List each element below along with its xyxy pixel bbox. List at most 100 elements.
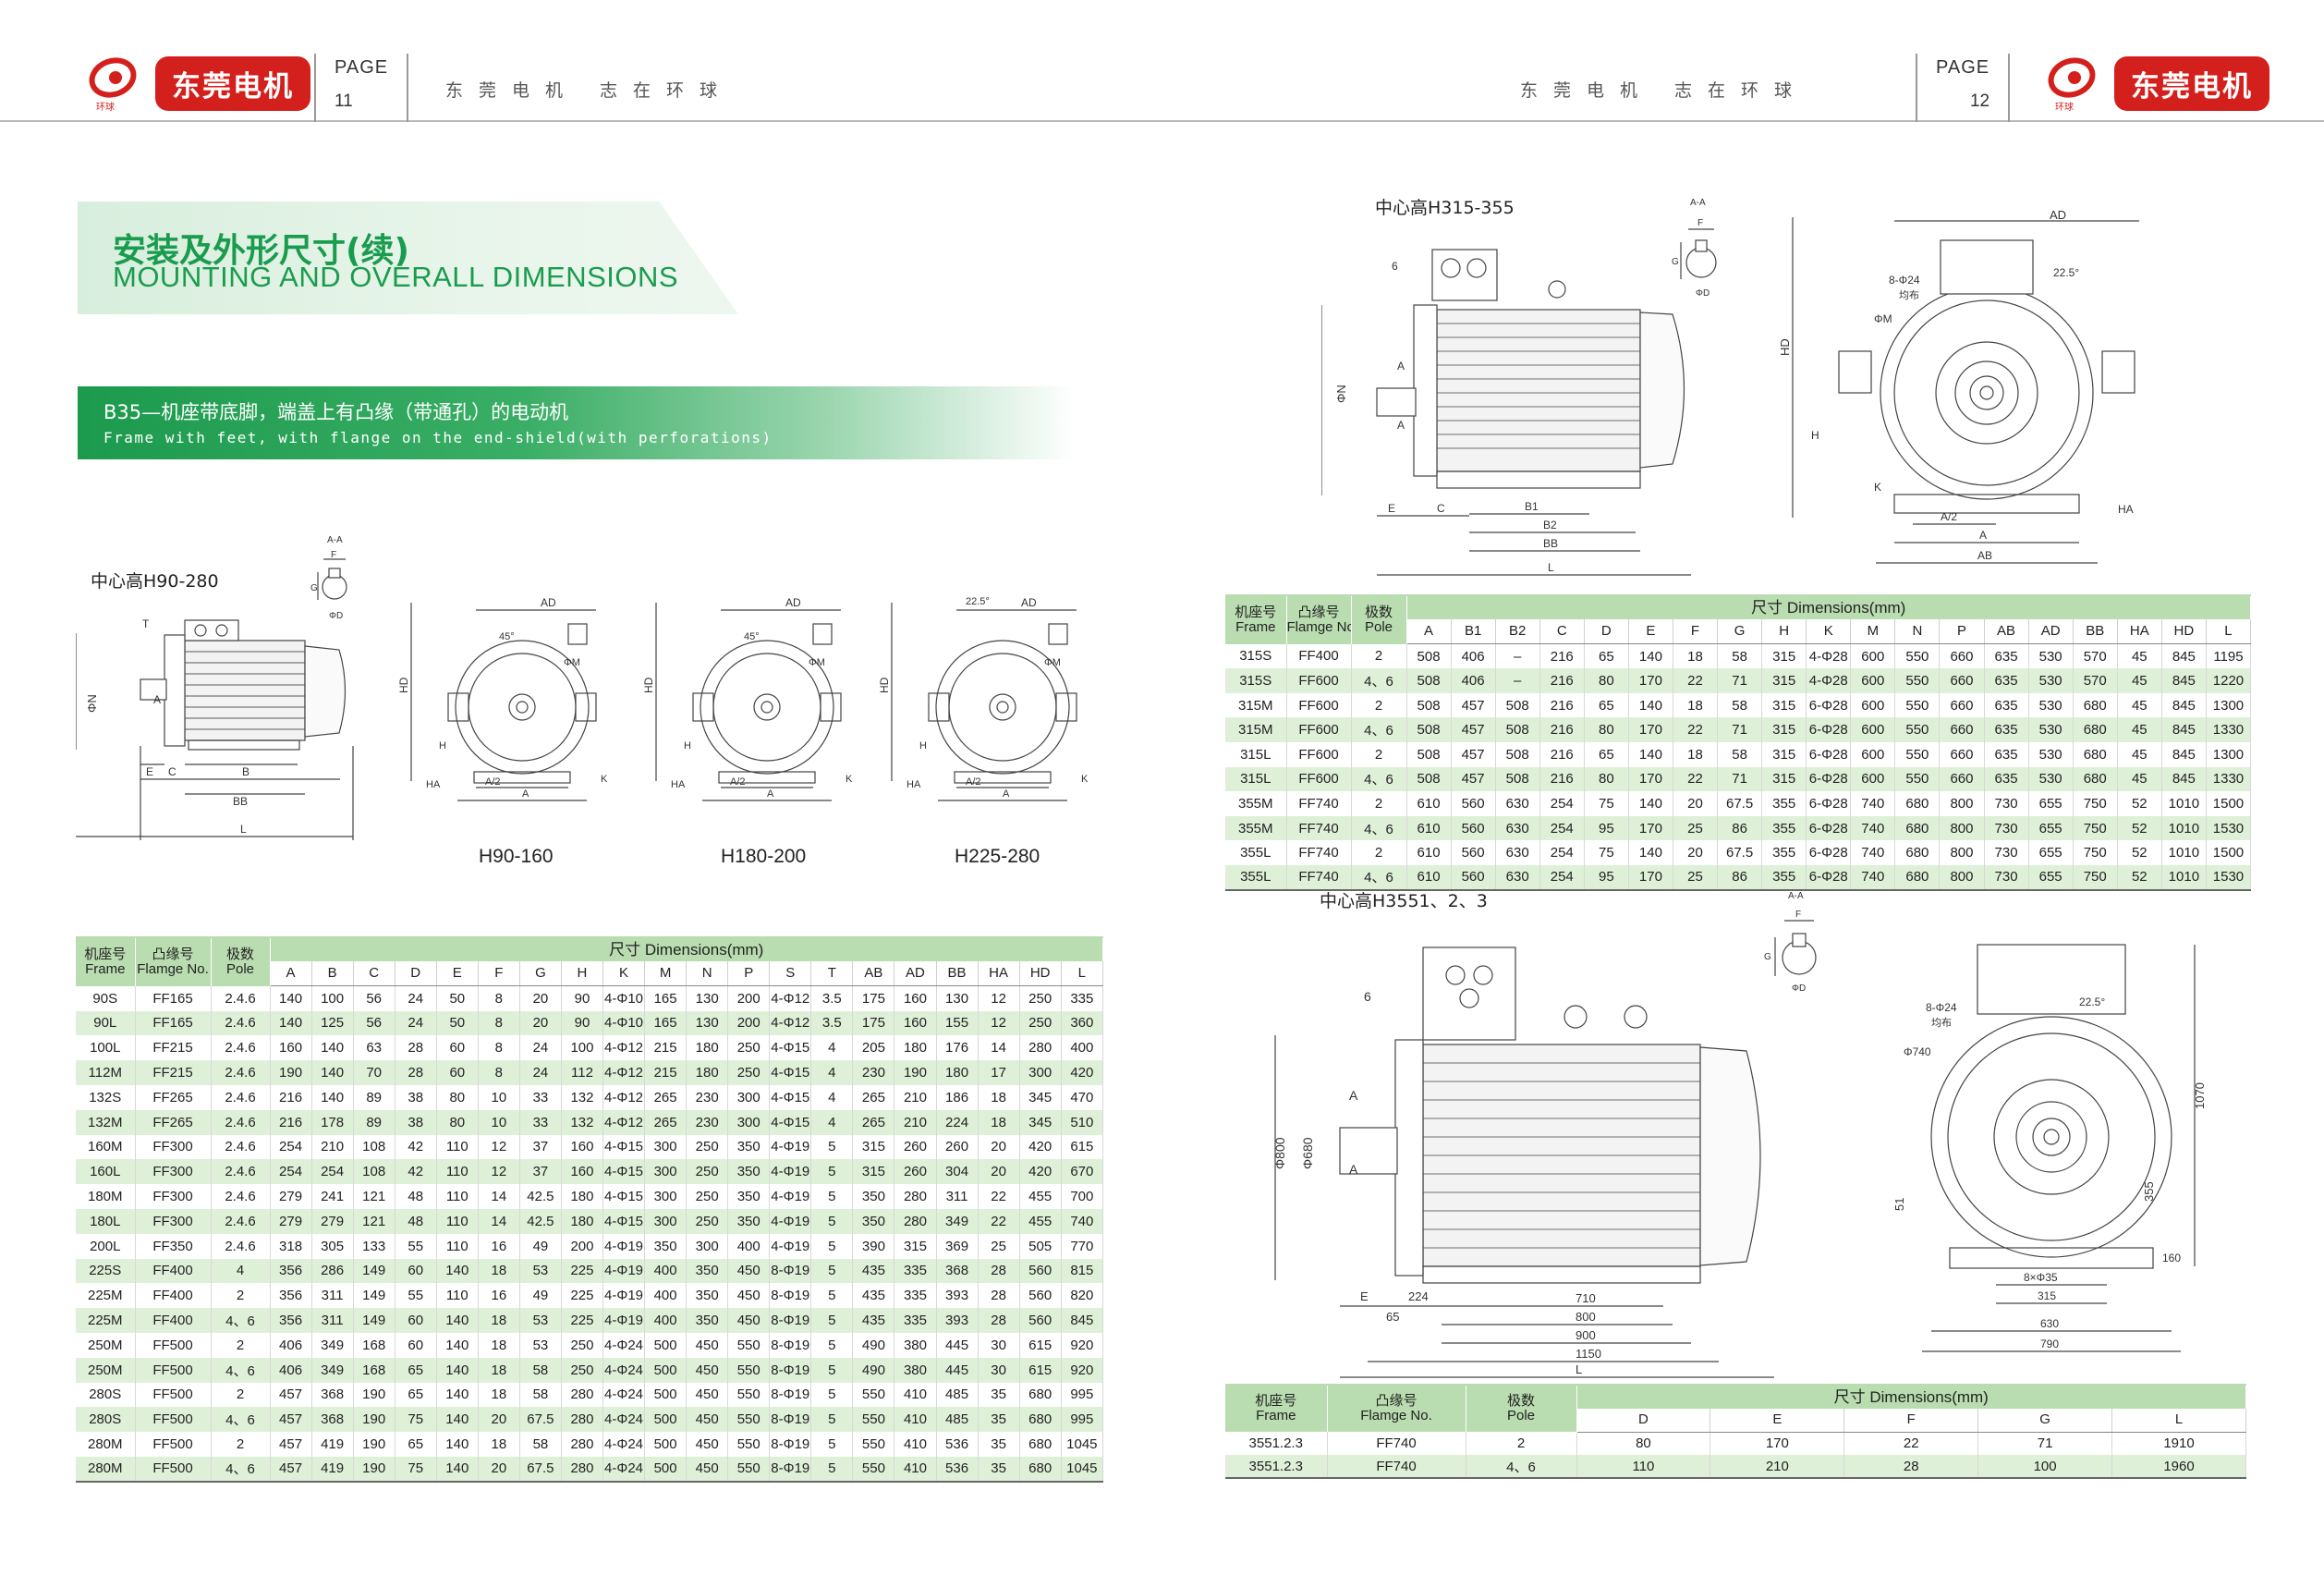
table-cell: 55 (395, 1233, 437, 1259)
table-cell: 48 (395, 1184, 437, 1209)
table-cell: 450 (727, 1258, 771, 1284)
dim-label: H (439, 740, 446, 751)
dim-label: B1 (1525, 500, 1539, 513)
table-cell: 149 (353, 1308, 395, 1333)
brand-name: 东莞电机 (155, 55, 310, 111)
table-cell: 1330 (2206, 766, 2252, 792)
table-cell: 1010 (2161, 864, 2207, 890)
table-cell: 350 (852, 1208, 895, 1234)
brand-logo-right: 环球 东莞电机 (2042, 51, 2269, 116)
table-cell: 280 (1019, 1035, 1062, 1061)
table-cell: 508 (1495, 766, 1540, 792)
subtitle-cn: B35—机座带底脚，端盖上有凸缘（带通孔）的电动机 (103, 401, 569, 423)
table-cell: 110 (436, 1159, 479, 1185)
table-cell: 615 (1019, 1332, 1062, 1358)
table-cell: 355L (1225, 840, 1287, 865)
table-cell: 22 (1673, 668, 1719, 693)
table-cell: 140 (436, 1258, 479, 1284)
table-cell: 200L (76, 1233, 136, 1259)
table-cell: 28 (978, 1258, 1020, 1284)
table-cell: 349 (311, 1332, 354, 1358)
dim-label: Φ800 (1272, 1137, 1287, 1169)
table-cell: 630 (1495, 815, 1540, 841)
table-cell: 304 (936, 1159, 979, 1185)
dim-label: 790 (2040, 1338, 2059, 1350)
table-cell: 355 (1761, 815, 1807, 841)
table-cell: 17 (978, 1060, 1020, 1085)
col-header-dim: D (395, 961, 437, 987)
table-cell: 280 (561, 1407, 604, 1433)
table-cell: 25 (1673, 864, 1719, 890)
end-view-h315: HD AD 22.5° 8-Φ24 均布 ΦM H K A/2 A AB HA (1778, 208, 2139, 564)
table-cell: 130 (936, 985, 979, 1011)
table-cell: 14 (978, 1035, 1020, 1061)
dim-label: B (242, 765, 249, 778)
header-text: Frame (1256, 1408, 1296, 1423)
table-cell: 165 (644, 1010, 687, 1036)
table-cell: 4 (810, 1035, 854, 1061)
table-cell: 280 (894, 1208, 937, 1234)
table-cell: 4 (211, 1258, 271, 1284)
table-cell: 435 (852, 1283, 895, 1309)
table-cell: 1500 (2206, 840, 2252, 865)
table-cell: 45 (2117, 741, 2162, 767)
table-cell: 250 (686, 1184, 729, 1209)
table-cell: 16 (478, 1283, 520, 1309)
table-cell: 8-Φ19 (769, 1407, 812, 1433)
table-cell: 380 (894, 1332, 937, 1358)
dim-label: 224 (1408, 1289, 1429, 1303)
table-cell: 730 (1984, 791, 2029, 816)
dim-label: A (1397, 419, 1405, 432)
table-cell: 67.5 (519, 1407, 562, 1433)
table-cell: 4 (810, 1109, 854, 1135)
table-cell: 350 (686, 1258, 729, 1284)
table-cell: 260 (894, 1159, 937, 1185)
table-cell: 2.4.6 (211, 1060, 271, 1085)
table-cell: 360 (1061, 1010, 1104, 1036)
table-cell: 170 (1628, 668, 1673, 693)
table-cell: 419 (311, 1456, 354, 1482)
table-cell: 5 (810, 1382, 854, 1408)
table-cell: 635 (1984, 766, 2029, 792)
table-cell: FF500 (135, 1332, 212, 1358)
table-cell: 680 (1019, 1456, 1062, 1482)
table-cell: 550 (1894, 643, 1941, 669)
table-cell: 920 (1061, 1332, 1104, 1358)
table-cell: 457 (270, 1382, 312, 1408)
table-cell: 4-Φ19 (602, 1233, 646, 1259)
table-cell: 6-Φ28 (1806, 741, 1852, 767)
col-header-dim: N (686, 961, 729, 987)
dim-label: 355 (2142, 1181, 2156, 1202)
table-cell: 500 (644, 1382, 687, 1408)
table-cell: 2 (1351, 741, 1407, 767)
table-cell: 508 (1406, 717, 1452, 742)
table-cell: 750 (2073, 815, 2118, 841)
table-cell: 100 (1977, 1455, 2113, 1478)
dim-label: G (310, 583, 318, 593)
table-cell: FF740 (1286, 864, 1352, 890)
table-cell: 550 (1894, 741, 1941, 767)
table-cell: 730 (1984, 815, 2029, 841)
dim-label: A (1979, 529, 1987, 542)
table-cell: 315 (894, 1233, 937, 1259)
table-cell: FF500 (135, 1456, 212, 1482)
table-cell: 230 (852, 1060, 895, 1085)
table-cell: FF265 (135, 1109, 212, 1135)
table-cell: 49 (519, 1233, 562, 1259)
spec-table-h315-355: 机座号 Frame 凸缘号 Flamge No. 极数 Pole 尺寸 Dime… (1225, 594, 2252, 891)
table-cell: 254 (1539, 840, 1585, 865)
table-cell: 60 (395, 1258, 437, 1284)
table-cell: 820 (1061, 1283, 1104, 1309)
table-cell: 315 (1761, 766, 1807, 792)
dim-label: 710 (1576, 1291, 1596, 1305)
table-cell: 315 (1761, 668, 1807, 693)
table-cell: 349 (936, 1208, 979, 1234)
table-cell: 90S (76, 985, 136, 1011)
dim-label: HA (2118, 503, 2134, 516)
table-cell: 356 (270, 1283, 312, 1309)
